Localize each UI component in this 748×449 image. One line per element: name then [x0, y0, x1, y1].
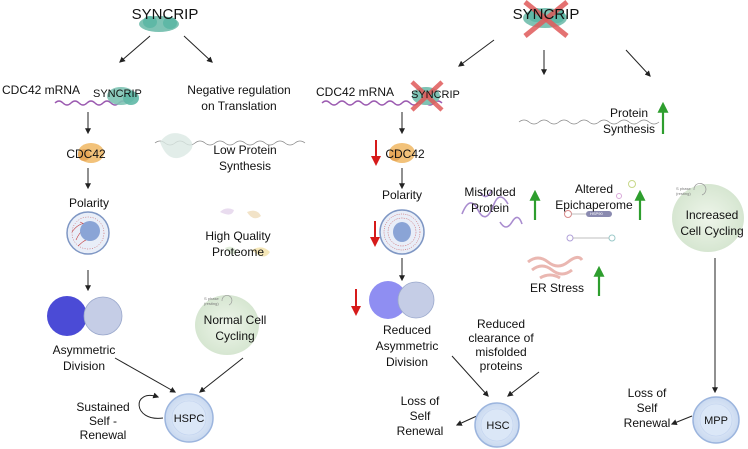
left-phase-label1: S phase: [204, 296, 219, 301]
epichaperome-line2: Epichaperome: [555, 198, 633, 212]
loss-mpp-line3: Renewal: [623, 416, 671, 430]
reduced-asym-line3: Division: [385, 355, 429, 369]
syncrip-knockout-icon: [523, 0, 569, 38]
cdc42-protein-icon: [78, 143, 104, 163]
increased-cycling-line2: Cell Cycling: [680, 224, 744, 238]
clearance-line1: Reduced: [476, 317, 526, 331]
increased-cycle-blob-icon: [672, 184, 744, 252]
loss-hsc-line2: Self: [409, 409, 431, 423]
right-phase-label2: (resting): [676, 191, 691, 196]
low-protein-line1: Low Protein: [213, 143, 277, 157]
mpp-label: MPP: [704, 415, 728, 427]
increased-cycle-loop-icon: [693, 183, 707, 196]
loss-hsc-line3: Renewal: [396, 424, 444, 438]
arrow-ko-to-cycling: [625, 49, 651, 77]
cell-cycle-blob-icon: [195, 295, 259, 355]
clearance-line3: misfolded: [475, 345, 527, 359]
arrow-hsc-to-loss: [455, 414, 480, 426]
high-quality-line2: Proteome: [211, 245, 265, 259]
hspc-label: HSPC: [173, 413, 205, 425]
protein-synthesis-line1: Protein: [609, 106, 649, 120]
arrow-syncrip-to-negreg: [183, 35, 213, 63]
left-title-syncrip: SYNCRIP: [131, 6, 199, 23]
loss-mpp-line2: Self: [636, 401, 658, 415]
reduced-daughter-dark-icon: [369, 281, 407, 319]
arrow-mpp-to-loss: [670, 415, 693, 426]
daughter-cell-dark-icon: [47, 296, 87, 336]
cell-cycle-loop-icon: [221, 295, 233, 306]
right-title-syncrip: SYNCRIP: [512, 6, 580, 23]
right-mrna-label: CDC42 mRNA: [316, 85, 395, 99]
right-cdc42-label: CDC42: [385, 147, 425, 161]
left-mrna-syncrip-label: SYNCRIP: [93, 88, 142, 100]
self-renewal-loop-arrow: [138, 392, 164, 419]
left-mrna-label: CDC42 mRNA: [2, 83, 81, 97]
asymmetric-line1: Asymmetric: [52, 343, 116, 357]
normal-cycling-line1: Normal Cell: [203, 313, 267, 327]
misfolded-protein-icon: [461, 189, 509, 218]
polypeptide-right-icon: [518, 119, 660, 125]
left-cdc42-label: CDC42: [66, 147, 106, 161]
clearance-line4: proteins: [479, 359, 523, 373]
arrow-asym-to-hspc: [114, 357, 177, 393]
arrow-syncrip-to-mrna: [119, 35, 151, 63]
syncrip-knockout-mrna-icon: [410, 80, 444, 112]
high-quality-line1: High Quality: [205, 229, 271, 243]
er-stress-label: ER Stress: [529, 281, 585, 295]
cdc42-right-icon: [389, 143, 415, 163]
clearance-line2: clearance of: [468, 331, 534, 345]
proteome-icon: [220, 208, 270, 257]
arrow-clearance-to-hsc: [507, 371, 540, 397]
asymmetric-line2: Division: [62, 359, 106, 373]
protein-synthesis-line2: Synthesis: [602, 122, 656, 136]
sustained-line1: Sustained: [76, 400, 130, 414]
left-phase-label2: (resting): [204, 301, 219, 306]
epichaperome-network-icon: [564, 180, 636, 242]
syncrip-bound-icon: [107, 87, 139, 105]
low-protein-line2: Synthesis: [218, 159, 272, 173]
right-polarity-label: Polarity: [381, 188, 423, 202]
syncrip-protein-icon: [139, 16, 179, 32]
negative-regulation-line1: Negative regulation: [187, 83, 291, 97]
reduced-asym-line1: Reduced: [382, 323, 432, 337]
epichaperome-line1: Altered: [574, 182, 614, 196]
reduced-asym-line2: Asymmetric: [375, 339, 439, 353]
loss-mpp-line1: Loss of: [627, 386, 667, 400]
sustained-line3: Renewal: [79, 428, 127, 442]
daughter-cell-light-icon: [83, 296, 123, 336]
polarity-cell-icon: [66, 211, 110, 255]
left-polarity-label: Polarity: [68, 196, 110, 210]
misfolded-line2: Protein: [470, 201, 510, 215]
polarity-cell-right-icon: [379, 209, 425, 255]
arrow-normal-to-hspc: [199, 357, 244, 393]
increased-cycling-line1: Increased: [685, 208, 739, 222]
hsc-label: HSC: [486, 420, 510, 432]
ribosome-icon: [160, 133, 193, 159]
er-membrane-icon: [527, 255, 584, 280]
arrow-ko-to-mrna: [458, 39, 495, 67]
sustained-line2: Self -: [88, 414, 118, 428]
reduced-daughter-light-icon: [397, 281, 435, 319]
right-phase-label1: S phase: [676, 186, 691, 191]
loss-hsc-line1: Loss of: [400, 394, 440, 408]
negative-regulation-line2: on Translation: [201, 99, 277, 113]
normal-cycling-line2: Cycling: [215, 329, 255, 343]
misfolded-line1: Misfolded: [464, 185, 516, 199]
right-mrna-syncrip-label: SYNCRIP: [411, 89, 460, 101]
hsp90-label: HSP90: [590, 211, 603, 216]
arrow-reduced-to-hsc: [451, 355, 489, 397]
mrna-strand-icon: [54, 100, 128, 106]
